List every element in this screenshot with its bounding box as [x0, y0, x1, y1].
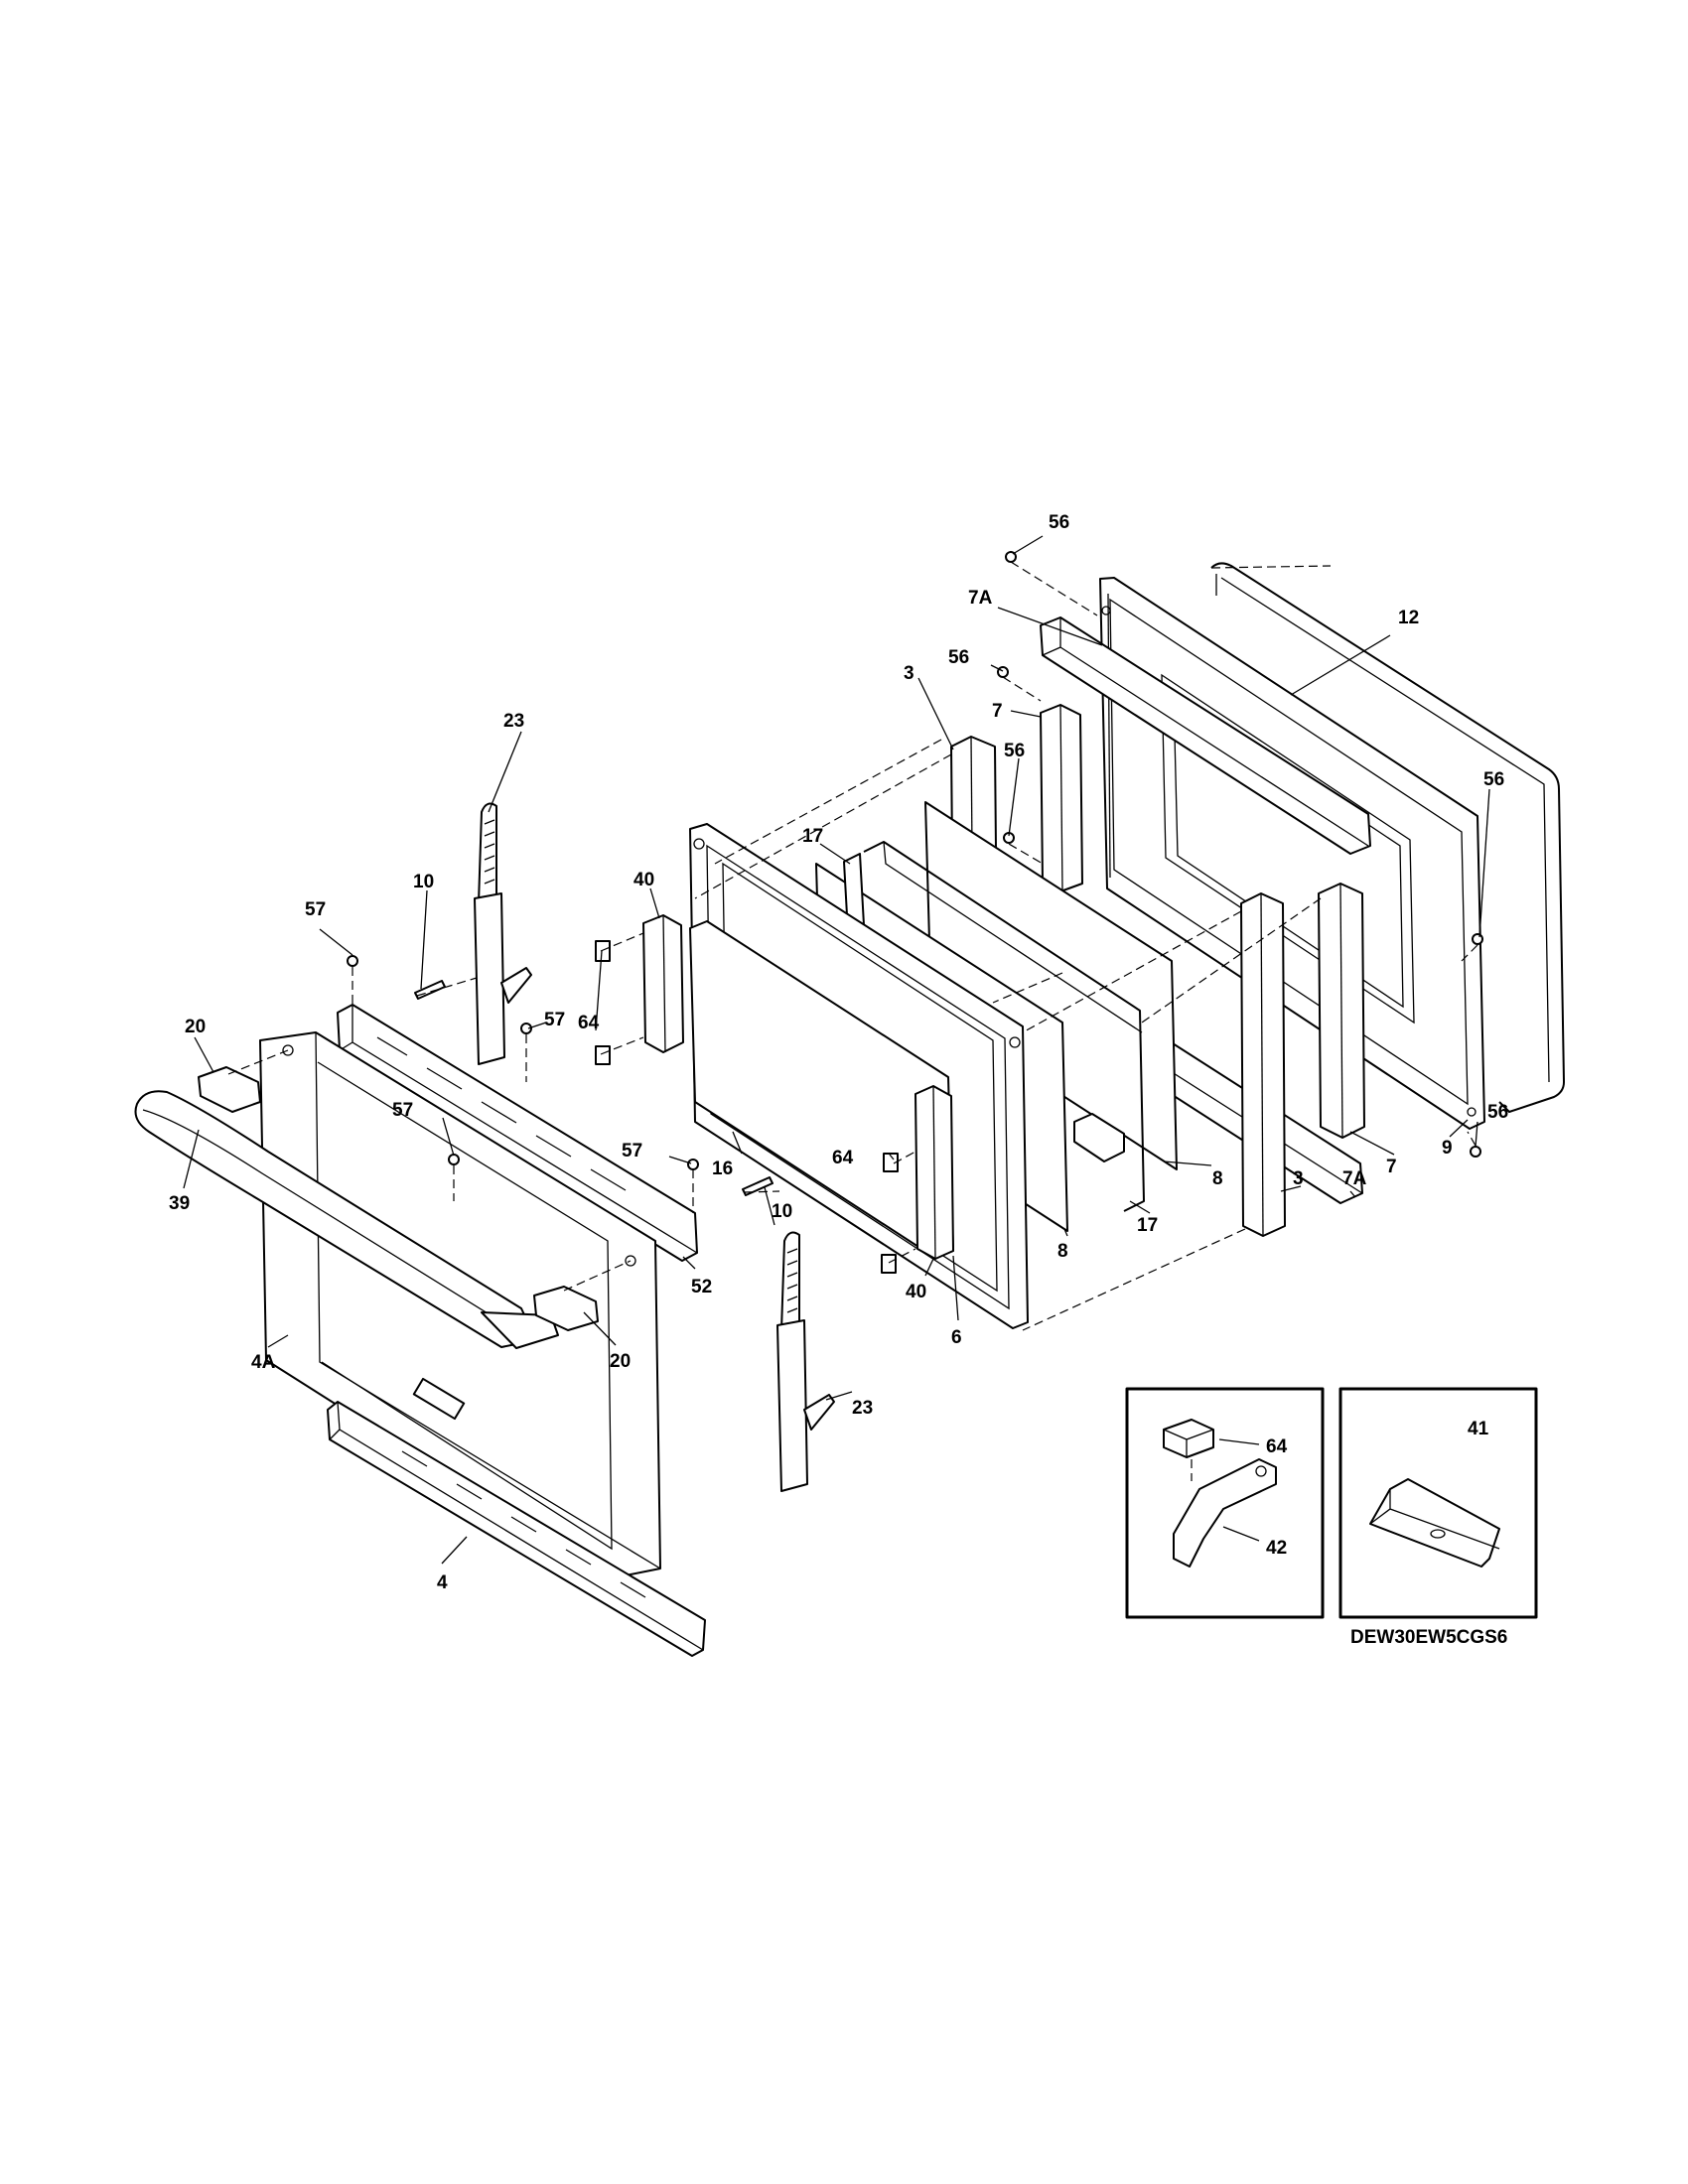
label-52: 52 — [691, 1277, 712, 1297]
label-40-top: 40 — [633, 870, 654, 890]
label-56-second: 56 — [948, 647, 969, 668]
label-64-right: 64 — [832, 1148, 854, 1168]
label-9: 9 — [1442, 1138, 1453, 1159]
inset-box-bracket-41 — [1338, 1387, 1538, 1619]
label-57-third: 57 — [392, 1100, 413, 1121]
label-57-fourth: 57 — [622, 1141, 642, 1161]
label-16: 16 — [712, 1159, 733, 1179]
side-bracket-part-40-bottom — [914, 1085, 954, 1260]
insulation-top-part-7a — [1040, 616, 1371, 855]
label-inset-64: 64 — [1266, 1436, 1288, 1457]
label-7-top: 7 — [992, 701, 1003, 722]
label-20-left: 20 — [185, 1017, 206, 1037]
model-number: DEW30EW5CGS6 — [1350, 1627, 1507, 1648]
label-inset-41: 41 — [1468, 1419, 1489, 1439]
hinge-part-23-bottom — [776, 1231, 835, 1492]
label-57-second: 57 — [544, 1010, 565, 1030]
glass-retainer-part-17 — [843, 841, 1145, 1212]
label-10-bottom: 10 — [772, 1201, 792, 1222]
label-4: 4 — [437, 1572, 448, 1593]
label-8-bottom: 8 — [1057, 1241, 1068, 1262]
label-39: 39 — [169, 1193, 190, 1214]
spacer-part-64 — [595, 940, 899, 1274]
part-number-labels: 56 7A 12 56 7 3 56 56 17 23 40 57 10 64 … — [169, 512, 1508, 1648]
label-17-top: 17 — [802, 826, 823, 847]
inset-box-spacer-bracket — [1125, 1387, 1325, 1619]
label-56-lower-right: 56 — [1487, 1102, 1508, 1123]
end-cap-part-20 — [198, 1066, 599, 1331]
label-8-top: 8 — [1212, 1168, 1223, 1189]
label-20-right: 20 — [610, 1351, 631, 1372]
label-23-top: 23 — [503, 711, 524, 732]
label-7a-bottom: 7A — [1342, 1168, 1367, 1189]
bottom-trim-part-4 — [327, 1401, 706, 1657]
door-gasket-part-12 — [1210, 562, 1565, 1113]
label-3-top: 3 — [904, 663, 914, 684]
side-channel-part-3-bottom — [1240, 892, 1286, 1237]
label-3-bottom: 3 — [1293, 1168, 1304, 1189]
label-56-third: 56 — [1004, 741, 1025, 761]
hinge-part-23-top — [474, 802, 532, 1065]
alignment-dashed-lines — [227, 561, 1478, 1331]
label-10-top: 10 — [413, 872, 434, 892]
side-bracket-part-40-top — [642, 914, 684, 1053]
callout-leader-lines — [183, 535, 1490, 1565]
label-7a-top: 7A — [968, 588, 993, 609]
label-56-top: 56 — [1049, 512, 1069, 533]
label-40-bottom: 40 — [906, 1282, 926, 1302]
insulation-right-part-7 — [1318, 883, 1365, 1139]
label-56-right: 56 — [1483, 769, 1504, 790]
label-7-right: 7 — [1386, 1157, 1397, 1177]
label-12: 12 — [1398, 608, 1419, 628]
vent-trim-part-52 — [337, 1004, 698, 1262]
label-inset-42: 42 — [1266, 1538, 1287, 1559]
insulation-side-part-7 — [1040, 704, 1083, 892]
label-17-bottom: 17 — [1137, 1215, 1158, 1236]
label-6: 6 — [951, 1327, 962, 1348]
label-64-left: 64 — [578, 1013, 600, 1033]
label-4a: 4A — [251, 1352, 276, 1373]
label-57-top: 57 — [305, 899, 326, 920]
screw-part-56 — [997, 551, 1483, 1158]
door-handle-part-39 — [134, 1090, 559, 1349]
label-23-bottom: 23 — [852, 1398, 873, 1419]
